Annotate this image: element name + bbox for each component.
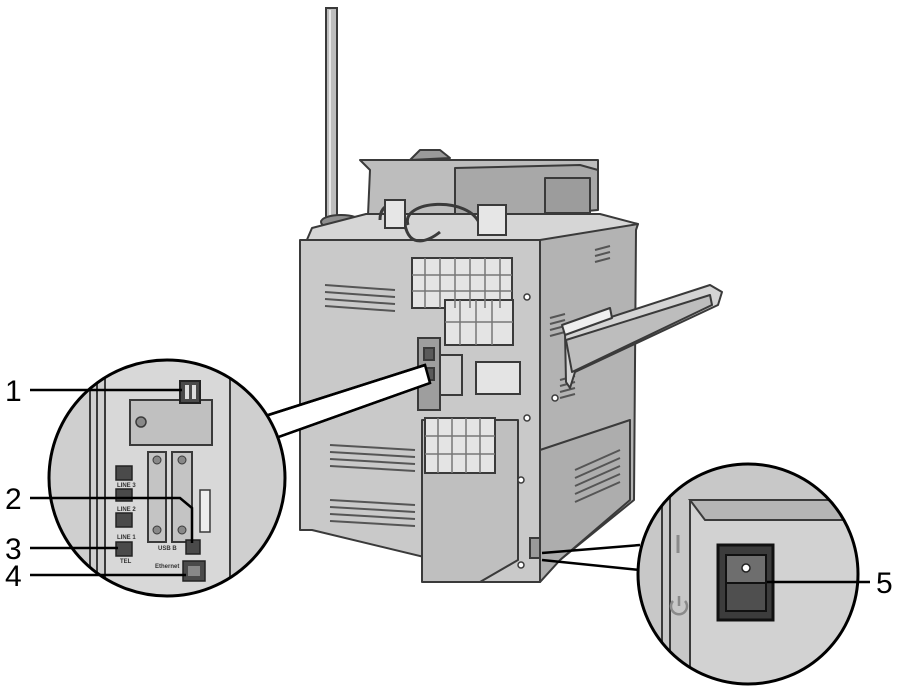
antenna <box>320 7 362 230</box>
screws <box>517 293 559 569</box>
callout-3: 3 <box>5 533 22 566</box>
callout-leader-lines <box>30 388 870 584</box>
port-label-line1: LINE 1 <box>117 535 136 541</box>
callout-4: 4 <box>5 560 22 593</box>
right-magnifier-leaders <box>541 543 641 572</box>
top-cables <box>378 199 507 243</box>
grille-lines <box>412 258 513 473</box>
right-magnifier <box>638 464 858 684</box>
power-symbol-icon <box>669 596 689 616</box>
body-power-switch <box>529 537 541 559</box>
rear-vents <box>324 284 416 527</box>
left-magnifier-ring <box>47 358 287 598</box>
callout-1: 1 <box>5 375 22 408</box>
port-label-line3: LINE 3 <box>117 483 136 489</box>
interface-area <box>417 337 463 411</box>
port-label-ethernet: Ethernet <box>155 564 179 570</box>
callout-2: 2 <box>5 483 22 516</box>
output-tray <box>561 284 723 389</box>
callout-5: 5 <box>876 567 893 600</box>
port-label-usb-b: USB B <box>158 546 177 552</box>
port-label-tel: TEL <box>120 559 132 565</box>
left-magnifier: LINE 3 LINE 2 LINE 1 TEL USB B Ethernet <box>49 360 285 596</box>
right-magnifier-ring <box>636 462 860 686</box>
port-label-line2: LINE 2 <box>117 507 136 513</box>
printer-body <box>299 149 639 583</box>
